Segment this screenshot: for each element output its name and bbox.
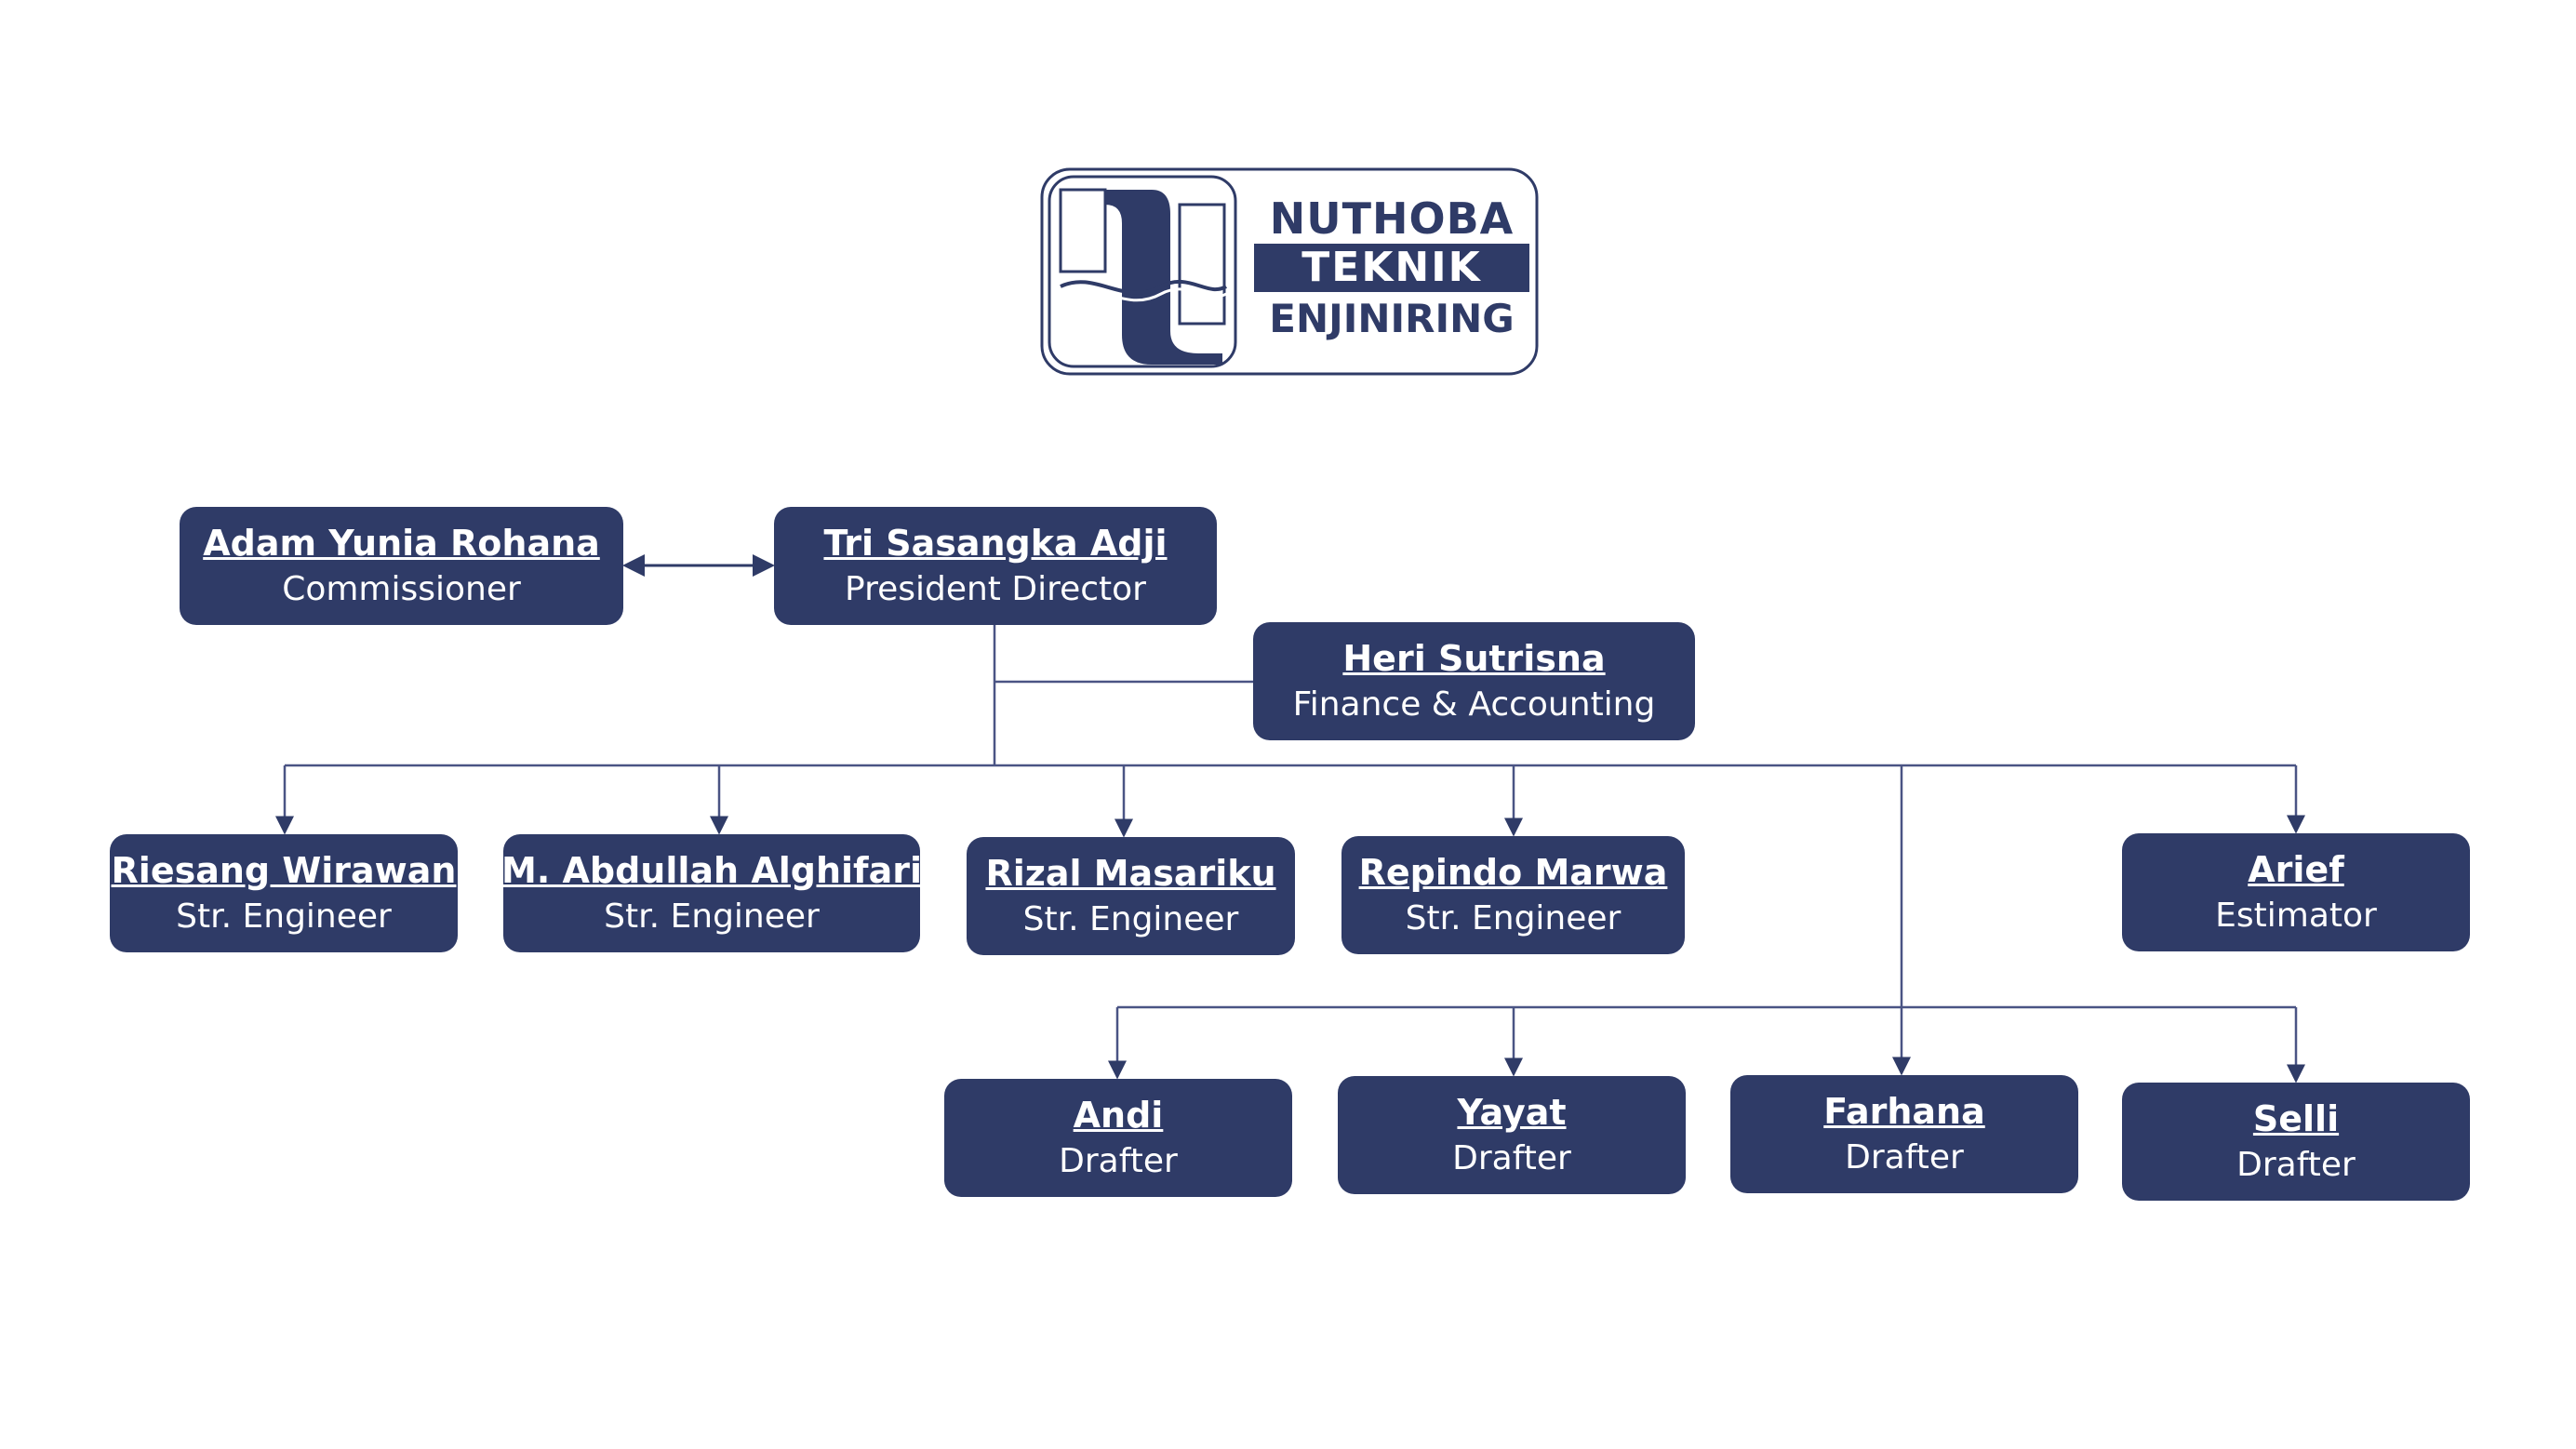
- drafter-role: Drafter: [1452, 1138, 1571, 1177]
- commissioner-name: Adam Yunia Rohana: [203, 522, 600, 564]
- drafter-box: Yayat Drafter: [1338, 1076, 1686, 1194]
- president-name: Tri Sasangka Adji: [823, 522, 1168, 564]
- commissioner-box: Adam Yunia Rohana Commissioner: [180, 507, 623, 625]
- drafter-box: Selli Drafter: [2122, 1083, 2470, 1201]
- engineer-name: Rizal Masariku: [985, 852, 1276, 894]
- logo-text-teknik: TEKNIK: [1301, 244, 1482, 291]
- finance-name: Heri Sutrisna: [1342, 637, 1606, 679]
- drafter-name: Andi: [1073, 1094, 1164, 1136]
- engineer-box: M. Abdullah Alghifari Str. Engineer: [501, 834, 922, 952]
- estimator-box: Arief Estimator: [2122, 833, 2470, 951]
- engineer-role: Str. Engineer: [604, 897, 820, 936]
- logo-text-enjiniring: ENJINIRING: [1269, 296, 1515, 341]
- drafter-name: Farhana: [1823, 1090, 1985, 1132]
- finance-role: Finance & Accounting: [1292, 685, 1656, 724]
- drafter-box: Andi Drafter: [944, 1079, 1292, 1197]
- finance-box: Heri Sutrisna Finance & Accounting: [1253, 622, 1695, 740]
- drafter-role: Drafter: [1059, 1141, 1178, 1180]
- engineer-name: Repindo Marwa: [1358, 851, 1668, 893]
- drafter-name: Selli: [2252, 1097, 2340, 1139]
- president-box: Tri Sasangka Adji President Director: [774, 507, 1217, 625]
- estimator-role: Estimator: [2215, 896, 2377, 935]
- drafter-role: Drafter: [2236, 1145, 2356, 1184]
- nte-monogram-icon: [1040, 167, 1539, 376]
- engineer-box: Riesang Wirawan Str. Engineer: [110, 834, 458, 952]
- engineer-role: Str. Engineer: [1022, 899, 1239, 938]
- drafter-name: Yayat: [1457, 1091, 1567, 1133]
- engineer-role: Str. Engineer: [1405, 898, 1622, 937]
- estimator-name: Arief: [2248, 848, 2344, 890]
- engineer-role: Str. Engineer: [176, 897, 392, 936]
- commissioner-role: Commissioner: [282, 569, 521, 608]
- logo-text-nuthoba: NUTHOBA: [1269, 193, 1515, 244]
- engineer-box: Rizal Masariku Str. Engineer: [967, 837, 1295, 955]
- drafter-role: Drafter: [1845, 1137, 1964, 1176]
- engineer-name: Riesang Wirawan: [111, 849, 457, 891]
- engineer-box: Repindo Marwa Str. Engineer: [1341, 836, 1685, 954]
- engineer-name: M. Abdullah Alghifari: [501, 849, 922, 891]
- company-logo: NUTHOBA TEKNIK ENJINIRING: [1040, 167, 1539, 376]
- drafter-box: Farhana Drafter: [1730, 1075, 2078, 1193]
- president-role: President Director: [845, 569, 1146, 608]
